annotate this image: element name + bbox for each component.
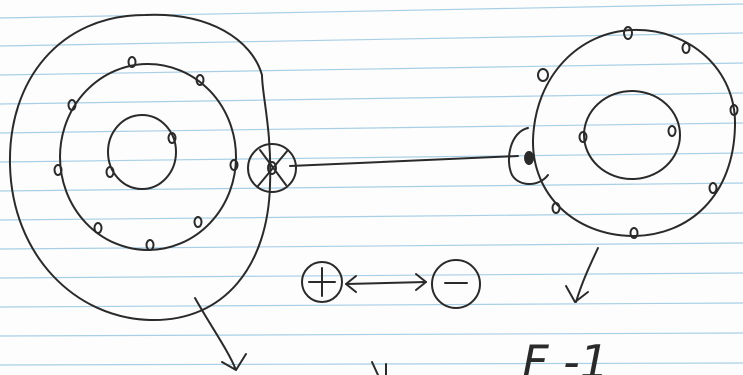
electron (538, 69, 548, 81)
electron (147, 240, 154, 250)
left-middle-shell (60, 64, 236, 250)
right-outer-shell (533, 30, 735, 236)
left-inner-shell (108, 115, 176, 189)
electron (624, 27, 632, 39)
ruled-lines (0, 4, 743, 365)
left-down-arrow-icon (195, 298, 246, 370)
charge-attraction (302, 260, 480, 308)
right-inner-shell (584, 91, 680, 179)
right-down-arrow-icon (566, 248, 598, 302)
electron (710, 183, 717, 193)
left-atom (10, 15, 270, 320)
electron (683, 43, 690, 53)
electron (95, 223, 102, 233)
electron (525, 152, 533, 164)
electron (580, 132, 587, 142)
transferred-electron (248, 144, 296, 192)
double-arrow-icon (346, 274, 426, 292)
left-electrons (55, 57, 238, 250)
ion-label: F -1 (522, 335, 609, 375)
right-atom (533, 27, 738, 238)
electron (669, 126, 676, 136)
